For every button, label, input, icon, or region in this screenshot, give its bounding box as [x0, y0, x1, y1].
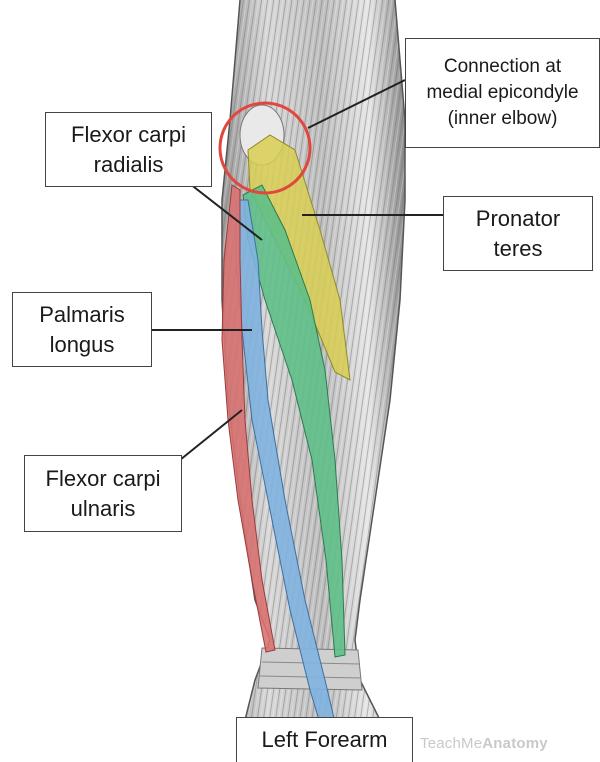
flexor-carpi-ulnaris-line-2: ulnaris [71, 494, 136, 524]
pronator-teres-label: Pronator teres [443, 196, 593, 271]
pronator-teres-line-1: Pronator [476, 204, 560, 234]
flexor-carpi-radialis-line-2: radialis [94, 150, 164, 180]
palmaris-longus-line-1: Palmaris [39, 300, 125, 330]
connection-label-line-2: medial epicondyle [426, 80, 578, 106]
watermark-part-2: Anatomy [482, 735, 548, 752]
watermark-logo: TeachMeAnatomy [420, 735, 548, 752]
palmaris-longus-label: Palmaris longus [12, 292, 152, 367]
footer-caption: Left Forearm [236, 717, 413, 762]
flexor-carpi-radialis-line-1: Flexor carpi [71, 120, 186, 150]
flexor-carpi-radialis-label: Flexor carpi radialis [45, 112, 212, 187]
watermark-part-1: TeachMe [420, 735, 482, 752]
flexor-carpi-ulnaris-label: Flexor carpi ulnaris [24, 455, 182, 532]
pronator-teres-line-2: teres [494, 234, 543, 264]
connection-label-line-3: (inner elbow) [448, 106, 558, 132]
flexor-carpi-ulnaris-line-1: Flexor carpi [46, 464, 161, 494]
palmaris-longus-line-2: longus [50, 330, 115, 360]
connection-label-line-1: Connection at [444, 54, 561, 80]
connection-label: Connection at medial epicondyle (inner e… [405, 38, 600, 148]
